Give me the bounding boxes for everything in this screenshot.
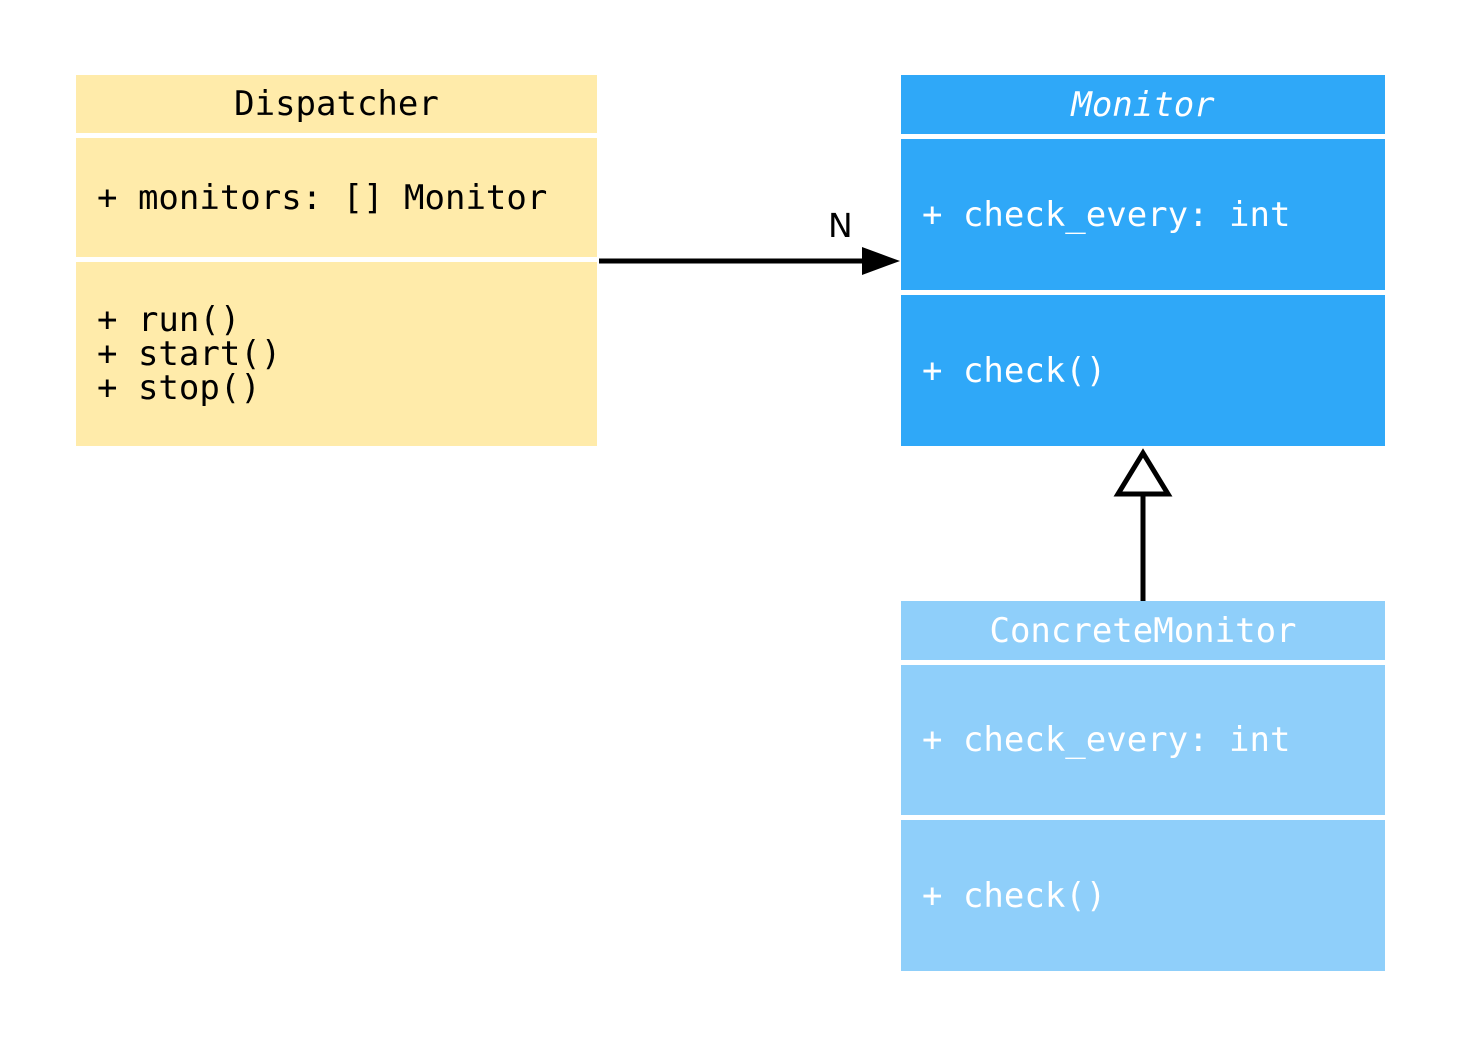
attributes-section: + monitors: [] Monitor: [76, 138, 597, 257]
attribute-item: + monitors: [] Monitor: [97, 177, 548, 218]
association-arrowhead-icon: [862, 247, 900, 275]
method-item: + stop(): [97, 368, 261, 408]
attribute-item: + check_every: int: [922, 720, 1291, 760]
attributes-section: + check_every: int: [901, 139, 1385, 290]
attributes-section: + check_every: int: [901, 665, 1385, 815]
methods-section: + check(): [901, 820, 1385, 971]
class-box-concrete-monitor: ConcreteMonitor + check_every: int + che…: [901, 601, 1385, 971]
methods-section: + run() + start() + stop(): [76, 262, 597, 446]
inheritance-triangle-icon: [1113, 448, 1173, 497]
class-title-concrete-monitor: ConcreteMonitor: [901, 601, 1385, 660]
method-item: + check(): [922, 350, 1107, 391]
method-item: + check(): [922, 875, 1107, 916]
class-title-dispatcher: Dispatcher: [76, 75, 597, 133]
method-item: + start(): [97, 334, 282, 374]
association-multiplicity-label: N: [828, 206, 853, 245]
class-box-dispatcher: Dispatcher + monitors: [] Monitor + run(…: [76, 75, 597, 446]
class-title-monitor: Monitor: [901, 75, 1385, 134]
methods-section: + check(): [901, 295, 1385, 446]
attribute-item: + check_every: int: [922, 194, 1291, 235]
class-box-monitor: Monitor + check_every: int + check(): [901, 75, 1385, 446]
method-item: + run(): [97, 300, 241, 340]
